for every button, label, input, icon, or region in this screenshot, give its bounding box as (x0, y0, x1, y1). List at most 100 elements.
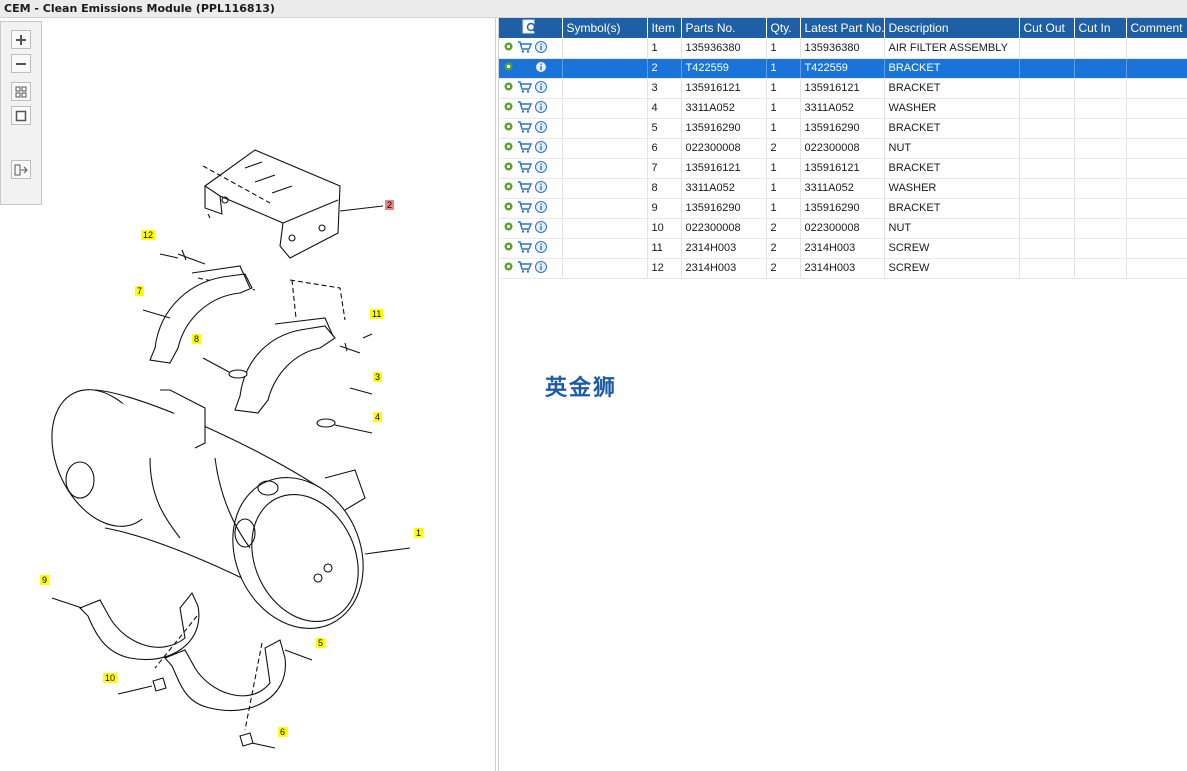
fit-grid-button[interactable] (11, 82, 31, 101)
gear-icon[interactable] (503, 201, 514, 215)
row-actions (499, 138, 563, 159)
cell-symbols (562, 218, 648, 239)
header-item[interactable]: Item (647, 18, 682, 39)
gear-icon[interactable] (503, 261, 514, 275)
gear-icon[interactable] (503, 121, 514, 135)
header-parts-no[interactable]: Parts No. (681, 18, 767, 39)
cell-symbols (562, 138, 648, 159)
info-icon[interactable] (535, 100, 547, 116)
callout-10[interactable]: 10 (103, 673, 118, 683)
cart-icon[interactable] (517, 40, 533, 56)
row-actions (499, 158, 563, 179)
cart-icon[interactable] (517, 100, 533, 116)
header-comment[interactable]: Comment (1126, 18, 1187, 39)
callout-12[interactable]: 12 (141, 230, 156, 240)
header-cut-out[interactable]: Cut Out (1019, 18, 1075, 39)
callout-5[interactable]: 5 (316, 638, 326, 648)
info-icon[interactable] (535, 220, 547, 236)
cart-icon[interactable] (517, 260, 533, 276)
info-icon[interactable] (535, 80, 547, 96)
info-icon[interactable] (535, 260, 547, 276)
cart-icon[interactable] (517, 200, 533, 216)
cell-comment (1126, 38, 1187, 59)
cell-cut-in (1074, 238, 1127, 259)
info-icon[interactable] (535, 180, 547, 196)
cell-comment (1126, 218, 1187, 239)
callout-9[interactable]: 9 (40, 575, 50, 585)
row-actions (499, 258, 563, 279)
zoom-out-button[interactable] (11, 54, 31, 73)
gear-icon[interactable] (503, 221, 514, 235)
cart-icon[interactable] (517, 240, 533, 256)
cart-icon[interactable] (517, 140, 533, 156)
info-icon[interactable] (535, 160, 547, 176)
gear-icon[interactable] (503, 61, 514, 75)
search-column-header[interactable] (499, 18, 563, 39)
cell-item: 8 (647, 178, 682, 199)
list-view-button[interactable] (11, 160, 31, 179)
cell-latest-part-no: 3311A052 (800, 178, 885, 199)
callout-1[interactable]: 1 (414, 528, 424, 538)
callout-11[interactable]: 11 (370, 309, 384, 319)
cell-cut-out (1019, 178, 1075, 199)
cell-cut-in (1074, 38, 1127, 59)
actual-size-button[interactable] (11, 106, 31, 125)
header-symbols[interactable]: Symbol(s) (562, 18, 648, 39)
cart-icon[interactable] (517, 180, 533, 196)
header-latest-part-no[interactable]: Latest Part No. (800, 18, 885, 39)
gear-icon[interactable] (503, 101, 514, 115)
cell-comment (1126, 178, 1187, 199)
header-qty[interactable]: Qty. (766, 18, 801, 39)
cell-latest-part-no: 135916121 (800, 158, 885, 179)
row-actions (499, 238, 563, 259)
diagram-pane[interactable]: 1 2 3 4 5 6 7 8 9 10 11 12 (0, 18, 496, 771)
cart-icon[interactable] (517, 120, 533, 136)
cart-icon[interactable] (517, 60, 533, 76)
info-icon[interactable] (535, 120, 547, 136)
gear-icon[interactable] (503, 141, 514, 155)
cell-parts-no: 135936380 (681, 38, 767, 59)
parts-table: Symbol(s) Item Parts No. Qty. Latest Par… (499, 18, 1187, 279)
fit-grid-icon (15, 86, 27, 97)
gear-icon[interactable] (503, 161, 514, 175)
callout-2[interactable]: 2 (385, 200, 395, 210)
cell-parts-no: 2314H003 (681, 238, 767, 259)
gear-icon[interactable] (503, 181, 514, 195)
info-icon[interactable] (535, 40, 547, 56)
gear-icon[interactable] (503, 241, 514, 255)
callout-6[interactable]: 6 (278, 727, 288, 737)
info-icon[interactable] (535, 240, 547, 256)
zoom-in-button[interactable] (11, 30, 31, 49)
header-cut-in[interactable]: Cut In (1074, 18, 1127, 39)
cell-qty: 1 (766, 78, 801, 99)
callout-8[interactable]: 8 (192, 334, 202, 344)
gear-icon[interactable] (503, 81, 514, 95)
info-icon[interactable] (535, 200, 547, 216)
cart-icon[interactable] (517, 160, 533, 176)
cart-icon[interactable] (517, 80, 533, 96)
cell-cut-in (1074, 118, 1127, 139)
callout-3[interactable]: 3 (373, 372, 383, 382)
callout-7[interactable]: 7 (135, 286, 145, 296)
callout-4[interactable]: 4 (373, 412, 383, 422)
gear-icon[interactable] (503, 41, 514, 55)
info-icon[interactable] (535, 140, 547, 156)
info-icon[interactable] (535, 60, 547, 76)
header-description[interactable]: Description (884, 18, 1020, 39)
cell-qty: 1 (766, 38, 801, 59)
cell-parts-no: 135916121 (681, 158, 767, 179)
cart-icon[interactable] (517, 220, 533, 236)
